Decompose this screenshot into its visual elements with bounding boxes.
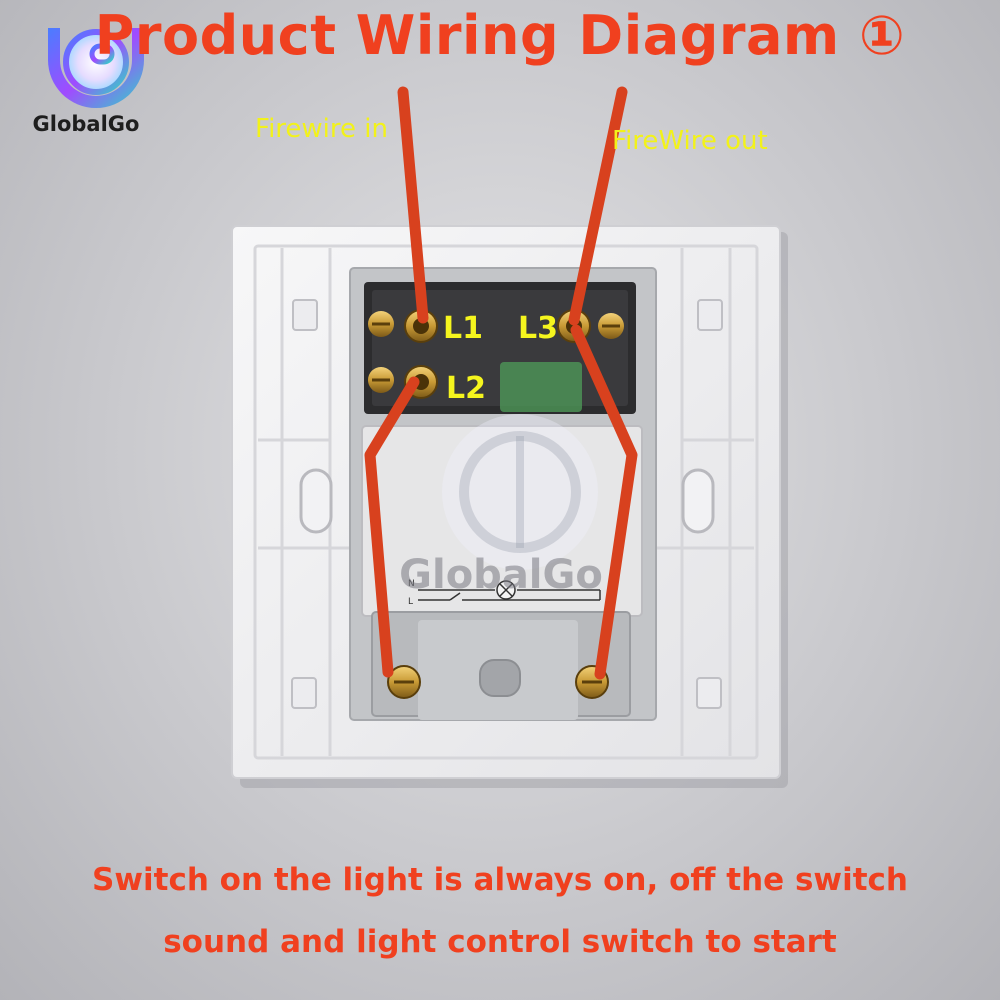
wire-firewire-out (568, 86, 628, 326)
wire-firewire-in (397, 86, 429, 324)
caption-line-2: sound and light control switch to start (163, 924, 837, 960)
label-firewire-in: Firewire in (255, 114, 388, 144)
schematic-n-label: N (408, 579, 415, 589)
schematic-l-label: L (408, 597, 413, 607)
corner-clips (291, 299, 723, 709)
wire-l3-to-bottom-right (570, 324, 638, 680)
sensor-knob (479, 659, 521, 697)
brand-name: GlobalGo (32, 112, 140, 136)
screw-icon (368, 311, 624, 393)
brand-watermark: GlobalGo (399, 552, 603, 598)
mounting-slot-right (681, 468, 715, 534)
caption-line-1: Switch on the light is always on, off th… (92, 862, 908, 898)
diagram-title: Product Wiring Diagram ① (94, 4, 906, 67)
wires (364, 86, 638, 680)
wire-l2-to-bottom-left (364, 376, 420, 678)
label-firewire-out: FireWire out (612, 126, 768, 156)
terminal-label-l1: L1 (443, 311, 483, 346)
circuit-schematic (418, 589, 601, 601)
terminal-label-l2: L2 (446, 371, 486, 406)
globalgo-logo-icon (48, 28, 144, 108)
lamp-symbol-icon (496, 580, 516, 600)
terminal-label-l3: L3 (518, 311, 558, 346)
mounting-slot-left (299, 468, 333, 534)
